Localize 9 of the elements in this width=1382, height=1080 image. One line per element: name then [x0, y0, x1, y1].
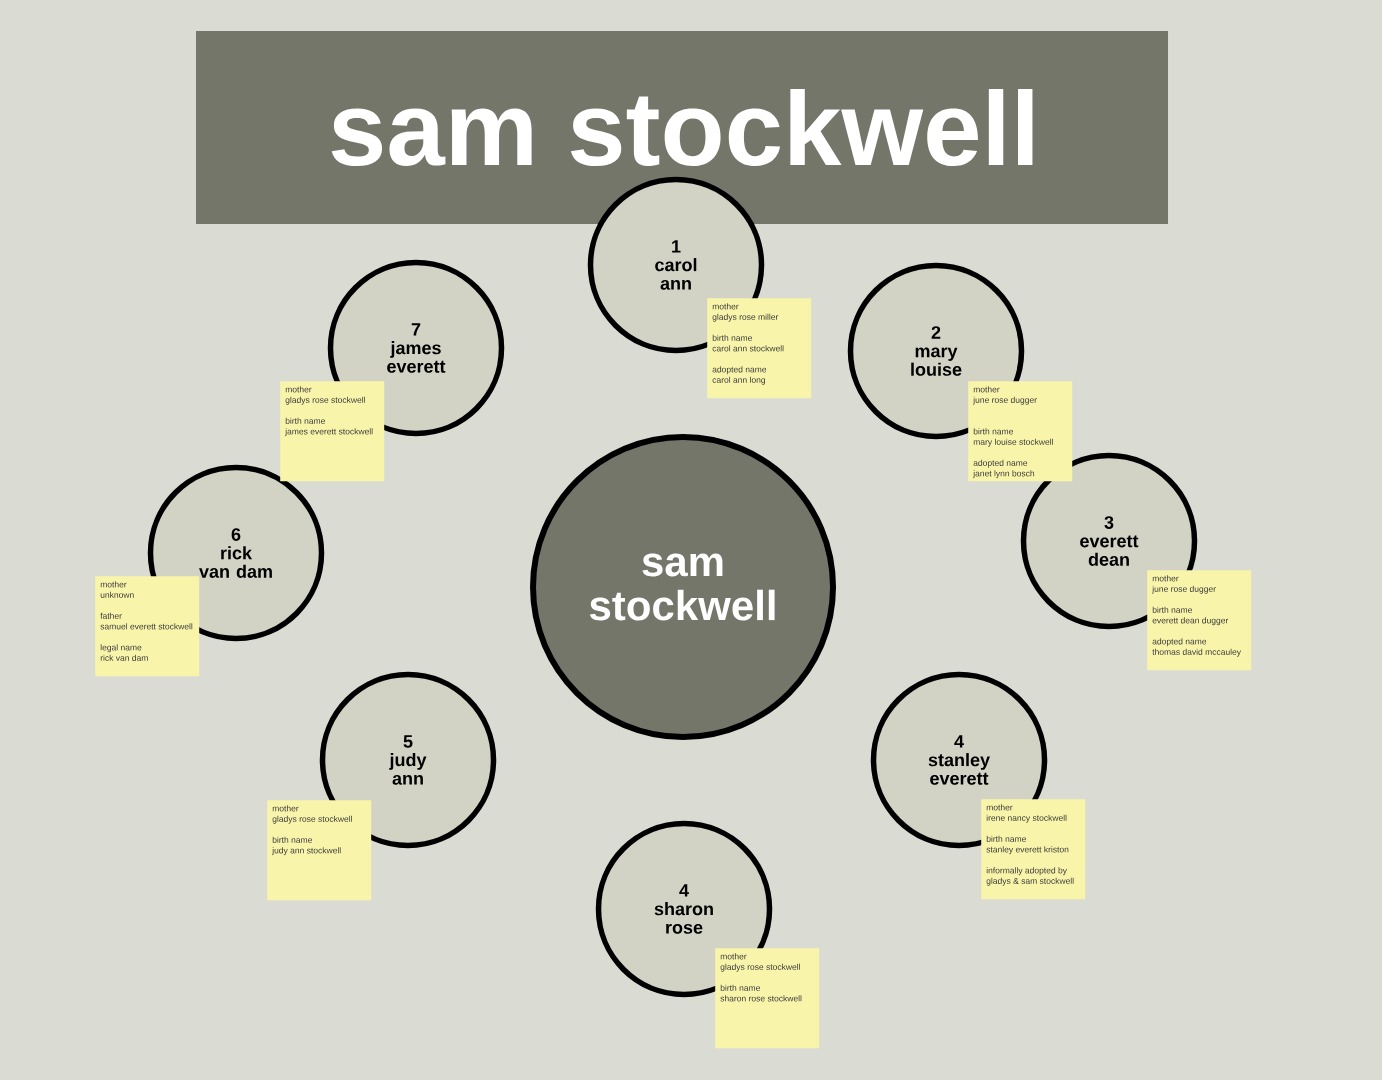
- sticky-note: mother gladys rose stockwell birth name james everett stockwell: [280, 381, 385, 482]
- sticky-note: mother june rose dugger birth name everett dean dugger adopted name thomas david mccauley: [1147, 570, 1252, 671]
- sticky-note: mother june rose dugger birth name mary louise stockwell adopted name janet lynn bosch: [968, 381, 1073, 482]
- sticky-note: mother unknown father samuel everett stockwell legal name rick van dam: [95, 576, 200, 677]
- sticky-note: mother gladys rose stockwell birth name judy ann stockwell: [267, 800, 372, 901]
- sticky-note: mother gladys rose miller birth name carol ann stockwell adopted name carol ann long: [707, 298, 812, 399]
- title-banner: sam stockwell: [196, 31, 1168, 224]
- sticky-note: mother irene nancy stockwell birth name stanley everett kriston informally adopted by gladys & sam stockwell: [981, 799, 1086, 900]
- sticky-note: mother gladys rose stockwell birth name sharon rose stockwell: [715, 948, 820, 1049]
